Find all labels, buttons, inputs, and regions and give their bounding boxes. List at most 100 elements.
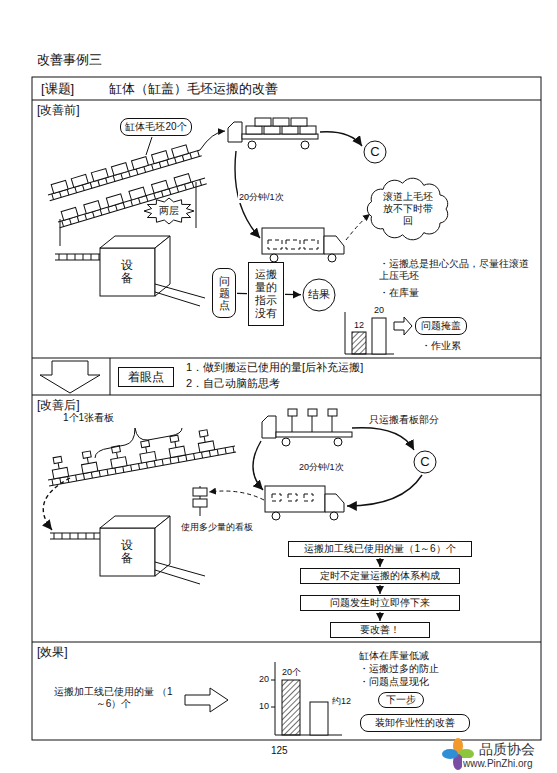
roller-conveyor: [129, 187, 146, 200]
roller-conveyor: [50, 539, 100, 540]
truck-top-before: [282, 126, 298, 134]
truck-bottom-before: [270, 254, 278, 262]
roller-conveyor: [69, 219, 71, 225]
roller-conveyor: [178, 456, 179, 462]
frame: [110, 358, 111, 395]
bar-chart-before: [345, 312, 346, 354]
leader-line: [146, 137, 152, 155]
roller-conveyor: [51, 180, 68, 193]
text-label: 20个: [281, 667, 302, 678]
roller-conveyor: [141, 440, 150, 447]
star-node: 两层: [143, 197, 195, 225]
truck-bottom-after: [304, 494, 313, 501]
kanban-post: [193, 488, 207, 496]
flow-arrows-after: [43, 478, 70, 530]
rect-node: 运搬量的指示没有: [248, 262, 284, 326]
roller-conveyor: [184, 184, 186, 190]
roller-conveyor: [50, 156, 202, 201]
down-arrow: [40, 361, 100, 393]
node-text: 运搬加工线已使用的量（1～6）个: [304, 543, 455, 555]
roller-conveyor: [159, 162, 161, 168]
roller-conveyor: [77, 216, 79, 222]
text-label: [效果]: [36, 645, 69, 659]
rect-node: 定时不定量运搬的体系构成: [300, 568, 460, 584]
roller-conveyor: [177, 186, 179, 192]
node-text: 装卸作业性的改善: [375, 717, 455, 729]
roller-conveyor: [92, 212, 94, 218]
truck-bottom-before: [304, 240, 318, 249]
text-label: ・运搬总是担心欠品，尽量往滚道上压毛坯: [378, 258, 535, 282]
roller-conveyor: [52, 467, 68, 479]
roller-conveyor: [138, 198, 140, 204]
truck-top-before: [291, 118, 307, 126]
truck-top-after: [308, 409, 317, 416]
bar-chart-after: [275, 662, 276, 735]
rect-node: 着眼点: [118, 367, 174, 387]
roller-conveyor: [62, 533, 63, 539]
roller-conveyor: [194, 454, 195, 460]
roller-conveyor: [121, 173, 123, 179]
truck-top-after: [334, 438, 342, 446]
round-node: 装卸作业性的改善: [360, 714, 470, 732]
connector: [237, 293, 247, 294]
roller-conveyor: [59, 254, 60, 260]
circle-node: 结果: [302, 278, 336, 312]
rect-node: 问题发生时立即停下来: [300, 595, 460, 611]
roller-conveyor: [106, 194, 123, 207]
node-text: 滚道上毛坯放不下时带回: [383, 191, 433, 227]
truck-top-after: [312, 416, 313, 432]
bar-chart-before: [372, 318, 386, 354]
roller-conveyor: [123, 203, 125, 209]
roller-conveyor: [167, 160, 169, 166]
roller-conveyor: [85, 214, 87, 220]
bar-chart-before: [345, 312, 412, 354]
cloud-node: 滚道上毛坯放不下时带回: [365, 178, 451, 240]
text-label: 1．做到搬运已使用的量[后补充运搬]: [185, 361, 364, 374]
roller-conveyor: [91, 472, 92, 478]
truck-top-after: [292, 416, 293, 432]
conveyor-art: [44, 141, 236, 539]
roller-conveyor: [99, 471, 100, 477]
flow-arrows-before: [200, 131, 370, 240]
text-label: ・运搬过多的防止: [358, 663, 440, 675]
node-text: 问题发生时立即停下来: [330, 597, 430, 609]
starburst-outline: [144, 198, 194, 224]
truck-bottom-after: [265, 486, 344, 520]
connector: [379, 585, 380, 594]
node-text: 结果: [308, 288, 330, 301]
roller-conveyor: [170, 458, 171, 464]
round-node: 下一步: [378, 692, 424, 708]
truck-top-before: [264, 126, 280, 134]
truck-top-after: [262, 409, 352, 446]
roller-conveyor: [87, 458, 88, 464]
roller-conveyor: [192, 182, 194, 188]
watermark-logo: [442, 749, 458, 759]
roller-conveyor: [190, 153, 192, 159]
node-text: 问题掩盖: [421, 320, 461, 332]
truck-top-before: [246, 126, 262, 134]
machine-after: [155, 516, 170, 576]
roller-conveyor: [75, 254, 76, 260]
roller-conveyor: [60, 192, 62, 198]
text-label: 12: [353, 320, 365, 331]
roller-conveyor: [175, 158, 177, 164]
roller-conveyor: [111, 457, 127, 469]
truck-top-before: [248, 141, 256, 149]
truck-bottom-before: [262, 228, 344, 262]
roller-conveyor: [67, 189, 69, 195]
text-label: 约12: [331, 696, 352, 707]
frame: [32, 642, 541, 643]
roller-conveyor: [67, 254, 68, 260]
roller-conveyor: [44, 425, 236, 486]
truck-bottom-after: [272, 512, 280, 520]
roller-conveyor: [53, 456, 62, 463]
frame: [32, 77, 541, 740]
node-text: 设备: [121, 539, 133, 565]
roller-conveyor: [146, 447, 147, 453]
frame: [32, 395, 541, 396]
node-text: C: [370, 144, 379, 160]
roller-conveyor: [186, 455, 187, 461]
roller-conveyor: [71, 174, 88, 187]
roller-conveyor: [62, 221, 64, 227]
truck-top-before: [255, 118, 271, 126]
